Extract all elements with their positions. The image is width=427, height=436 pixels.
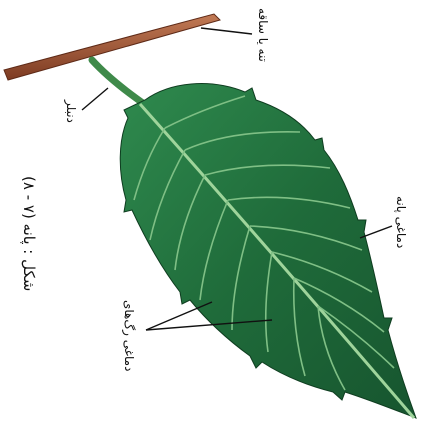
label-petiole: دنبلر [64,100,78,123]
leader-stem [201,28,252,34]
figure-caption: شکل : پانه (۷ - ۸) [20,176,38,291]
petiole [92,60,150,108]
label-veins: دماغی رگ‌های [122,300,136,371]
leader-petiole [82,88,108,110]
label-margin: دماغی پانه [394,196,408,248]
stem-branch [4,14,220,80]
label-stem: تنه یا ساقه [256,8,270,62]
